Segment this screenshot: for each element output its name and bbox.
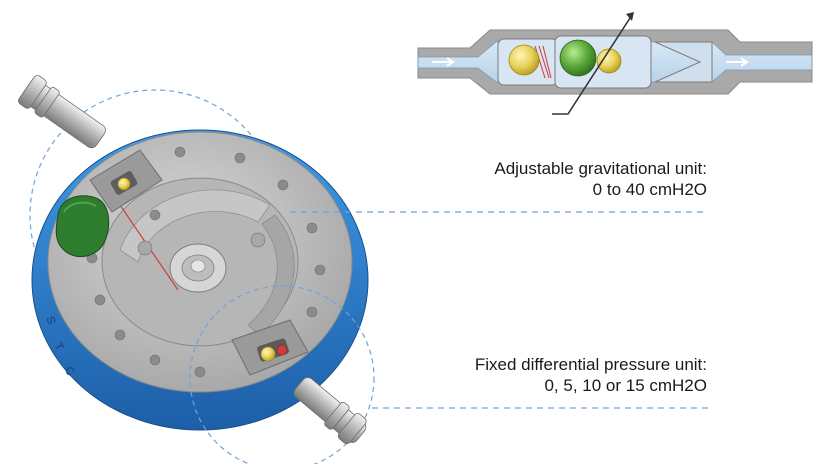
differential-unit-highlight [189, 285, 375, 464]
gravitational-unit-range: 0 to 40 cmH2O [592, 180, 707, 199]
tilt-arrow [552, 17, 631, 115]
differential-unit-range: 0, 5, 10 or 15 cmH2O [544, 376, 707, 395]
gravitational-unit-label: Adjustable gravitational unit: 0 to 40 c… [494, 158, 707, 200]
screw-holes [86, 146, 326, 378]
green-knob [55, 195, 110, 258]
small-yellow-ball [596, 48, 622, 74]
outlet-connector [293, 377, 367, 445]
gravitational-unit [89, 149, 163, 213]
yellow-ball [508, 44, 540, 76]
differential-unit-title: Fixed differential pressure unit: [474, 355, 707, 374]
cross-section-diagram [417, 12, 813, 115]
green-ball [559, 39, 597, 77]
gravitational-unit-title: Adjustable gravitational unit: [494, 159, 707, 178]
inlet-connector [18, 75, 106, 149]
differential-pressure-unit [231, 319, 309, 376]
valve-3d-view: S T C [18, 75, 375, 464]
differential-unit-label: Fixed differential pressure unit: 0, 5, … [475, 354, 707, 396]
